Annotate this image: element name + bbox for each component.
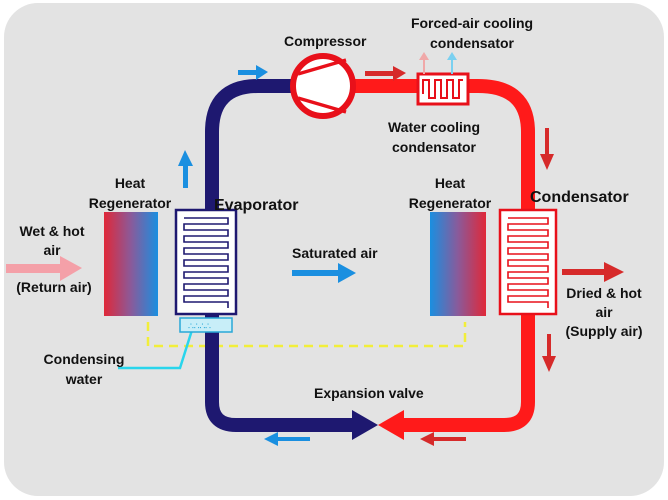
- condensator-label: Condensator: [530, 189, 629, 206]
- return-air-arrow: [6, 256, 82, 281]
- evaporator-label: Evaporator: [214, 197, 298, 214]
- expansion-valve-label: Expansion valve: [314, 385, 424, 401]
- flow-arrow-top-red: [365, 66, 406, 81]
- supply-air-label: (Supply air): [565, 323, 642, 339]
- wet-hot-air-label-line1: Wet & hot: [19, 223, 84, 239]
- flow-arrow-bottom-blue: [264, 432, 310, 446]
- heat-regenerator-left-label-line1: Heat: [115, 175, 146, 191]
- forced-air-cooling-condensator: [416, 52, 470, 106]
- heat-regenerator-left: [104, 212, 158, 316]
- water-cooling-label-line1: Water cooling: [388, 119, 480, 135]
- compressor-label: Compressor: [284, 33, 367, 49]
- dried-hot-air-label-line1: Dried & hot: [566, 285, 642, 301]
- background-panel: [4, 3, 664, 496]
- heat-regenerator-right-label-line1: Heat: [435, 175, 466, 191]
- heat-regenerator-right-label-line2: Regenerator: [409, 195, 492, 211]
- hot-refrigerant-pipe: [352, 79, 535, 432]
- forced-air-label-line1: Forced-air cooling: [411, 15, 533, 31]
- condensing-water-label-line1: Condensing: [44, 351, 125, 367]
- return-air-label: (Return air): [16, 279, 91, 295]
- saturated-air-label: Saturated air: [292, 245, 378, 261]
- flow-arrow-up-evaporator: [178, 150, 193, 188]
- cold-refrigerant-pipe: [205, 79, 360, 432]
- compressor: [290, 53, 356, 119]
- condensate-tray: [179, 317, 233, 333]
- condensate-dashed-line: [146, 322, 467, 348]
- forced-air-label-line2: condensator: [430, 35, 515, 51]
- water-cooling-label-line2: condensator: [392, 139, 477, 155]
- condensator: [498, 208, 558, 316]
- expansion-valve: [352, 410, 404, 440]
- dried-hot-air-label-line2: air: [595, 304, 613, 320]
- water-droplets: ∴∴∴∴: [188, 322, 211, 332]
- evaporator: ∴∴∴∴: [174, 208, 238, 333]
- heat-regenerator-left-label-line2: Regenerator: [89, 195, 172, 211]
- wet-hot-air-label-line2: air: [43, 242, 61, 258]
- condensing-water-label-line2: water: [65, 371, 103, 387]
- supply-air-arrow: [562, 262, 624, 282]
- flow-arrow-bottom-red: [420, 432, 466, 446]
- heat-regenerator-right: [430, 212, 486, 316]
- flow-arrow-down-right-top: [540, 128, 554, 170]
- saturated-air-arrow: [292, 263, 356, 283]
- flow-arrow-top-left: [238, 65, 268, 80]
- condensing-water-line: [118, 329, 194, 370]
- flow-arrow-down-right-bottom: [542, 334, 556, 372]
